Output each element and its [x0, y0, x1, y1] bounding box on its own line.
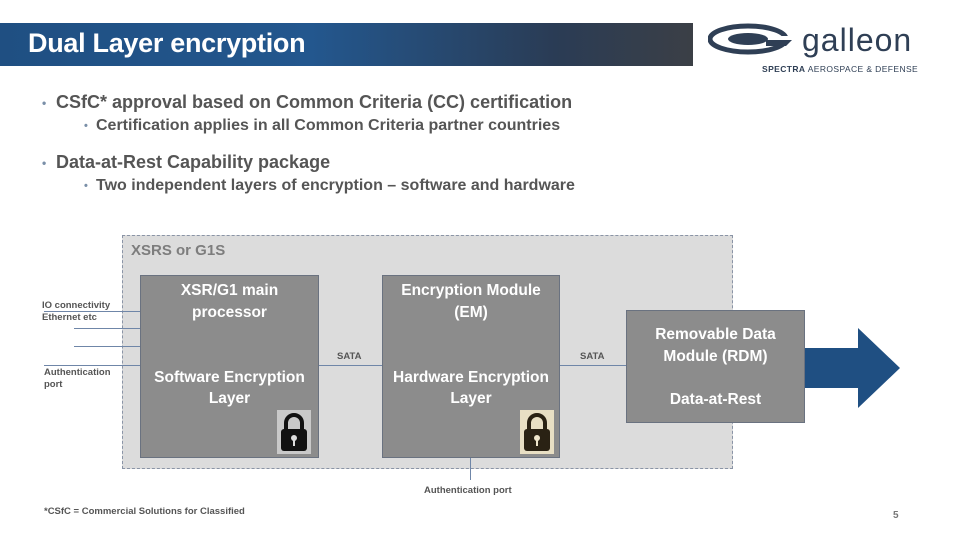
sata-label-right: SATA: [580, 351, 605, 362]
galleon-logo-icon: [708, 23, 798, 55]
software-layer-2: Layer: [208, 390, 251, 407]
logo-wordmark: galleon: [802, 22, 913, 58]
em-title-2: (EM): [454, 304, 488, 321]
rdm-block: Removable Data Module (RDM) Data-at-Rest: [626, 310, 805, 423]
io-line-3: [74, 346, 140, 347]
sub-bullet-certification: Certification applies in all Common Crit…: [42, 117, 575, 137]
io-connectivity-label: IO connectivity Ethernet etc: [42, 300, 111, 323]
padlock-icon: [520, 410, 554, 454]
title-bar: Dual Layer encryption: [0, 23, 693, 66]
sata-link-left: [319, 365, 382, 366]
rdm-line-3: Data-at-Rest: [669, 391, 762, 408]
footnote: *CSfC = Commercial Solutions for Classif…: [44, 506, 245, 517]
container-label: XSRS or G1S: [131, 242, 226, 259]
processor-block: XSR/G1 main processor Software Encryptio…: [140, 275, 319, 458]
rdm-line-2: Module (RDM): [663, 348, 768, 365]
bullet-data-at-rest: Data-at-Rest Capability package: [42, 152, 575, 174]
sub-bullet-two-layers: Two independent layers of encryption – s…: [42, 177, 575, 197]
rdm-line-1: Removable Data: [655, 326, 776, 343]
page-number: 5: [893, 510, 899, 521]
sata-link-right: [560, 365, 626, 366]
authentication-port-label-bottom: Authentication port: [424, 485, 512, 496]
page-title: Dual Layer encryption: [28, 28, 306, 58]
bullet-list: CSfC* approval based on Common Criteria …: [42, 92, 575, 197]
bullet-csfc: CSfC* approval based on Common Criteria …: [42, 92, 575, 114]
io-line-2: [74, 328, 140, 329]
padlock-icon: [277, 410, 311, 454]
hardware-layer-1: Hardware Encryption: [393, 369, 549, 386]
em-title-1: Encryption Module: [401, 282, 541, 299]
auth-line-bottom: [470, 458, 471, 480]
authentication-port-label-left: Authentication port: [44, 367, 111, 390]
software-layer-1: Software Encryption: [154, 369, 305, 386]
auth-line-left: [44, 365, 140, 366]
logo-tagline: SPECTRA AEROSPACE & DEFENSE: [762, 64, 919, 74]
io-line-1: [44, 311, 140, 312]
right-arrow-icon: [805, 328, 900, 408]
processor-title-2: processor: [192, 304, 267, 321]
galleon-logo: galleon SPECTRA AEROSPACE & DEFENSE: [708, 22, 944, 74]
processor-title-1: XSR/G1 main: [180, 282, 279, 299]
sata-label-left: SATA: [337, 351, 362, 362]
hardware-layer-2: Layer: [450, 390, 492, 407]
